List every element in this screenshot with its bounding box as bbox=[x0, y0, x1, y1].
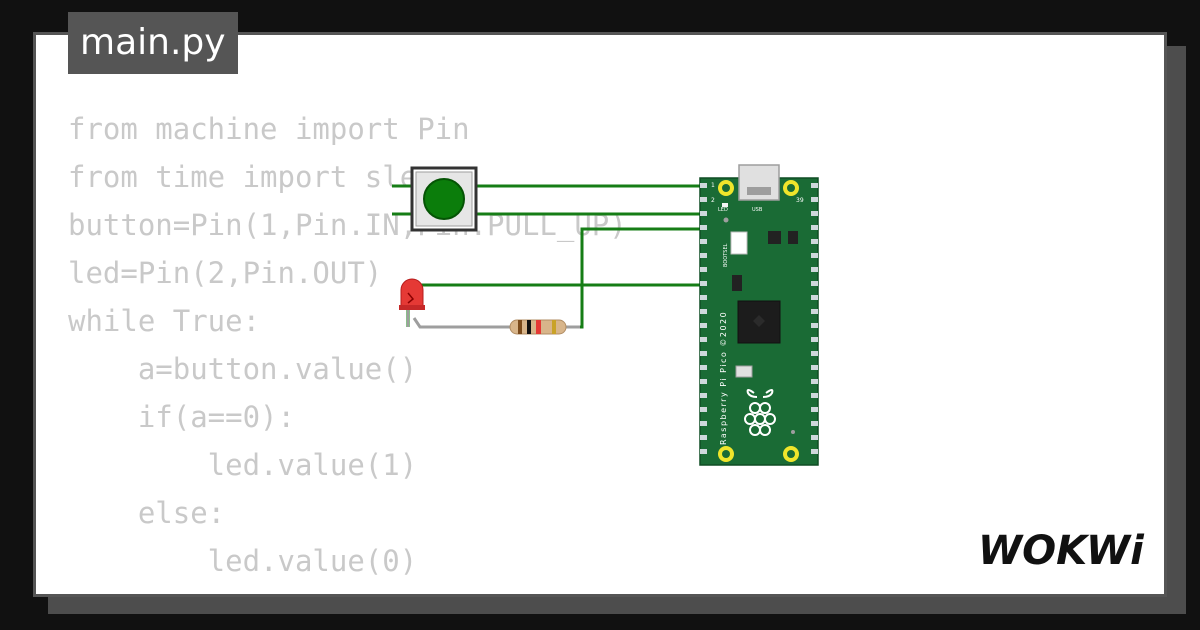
code-listing: from machine import Pin from time import … bbox=[68, 105, 627, 585]
resistor bbox=[496, 319, 580, 335]
wokwi-logo-text: WOKWi bbox=[978, 528, 1145, 572]
code-line: led.value(0) bbox=[68, 544, 418, 578]
wokwi-logo: WOKWi bbox=[978, 528, 1145, 572]
pin-39-label: 39 bbox=[796, 197, 804, 204]
code-line: if(a==0): bbox=[68, 400, 295, 434]
code-line: while True: bbox=[68, 304, 261, 338]
code-line: led.value(1) bbox=[68, 448, 418, 482]
file-tab-title: main.py bbox=[68, 12, 238, 74]
code-line: from time import sleep bbox=[68, 160, 453, 194]
usb-label: USB bbox=[752, 207, 763, 213]
code-line: else: bbox=[68, 496, 226, 530]
board-silkscreen: Raspberry Pi Pico ©2020 bbox=[719, 311, 728, 445]
led bbox=[399, 278, 425, 327]
push-button[interactable] bbox=[410, 166, 478, 232]
wire-led-cathode bbox=[412, 317, 496, 329]
code-line: from machine import Pin bbox=[68, 112, 470, 146]
onboard-led bbox=[722, 203, 728, 207]
pin-1-label: 1 bbox=[711, 182, 715, 189]
bootsel-label: BOOTSEL bbox=[723, 243, 729, 267]
wire-resistor-gnd bbox=[580, 227, 712, 329]
circuit-diagram: 1 2 39 LED USB BOOTSEL Raspberry Pi Pico… bbox=[392, 164, 819, 466]
code-line: led=Pin(2,Pin.OUT) bbox=[68, 256, 383, 290]
preview-card: from machine import Pin from time import … bbox=[33, 32, 1167, 597]
button-cap[interactable] bbox=[423, 178, 465, 220]
pico-board: 1 2 39 LED USB BOOTSEL Raspberry Pi Pico… bbox=[699, 164, 819, 466]
led-label: LED bbox=[718, 207, 728, 213]
pin-2-label: 2 bbox=[711, 197, 715, 204]
code-line: a=button.value() bbox=[68, 352, 418, 386]
raspberry-pi-logo-icon bbox=[744, 389, 776, 436]
bootsel-button[interactable] bbox=[730, 231, 748, 255]
